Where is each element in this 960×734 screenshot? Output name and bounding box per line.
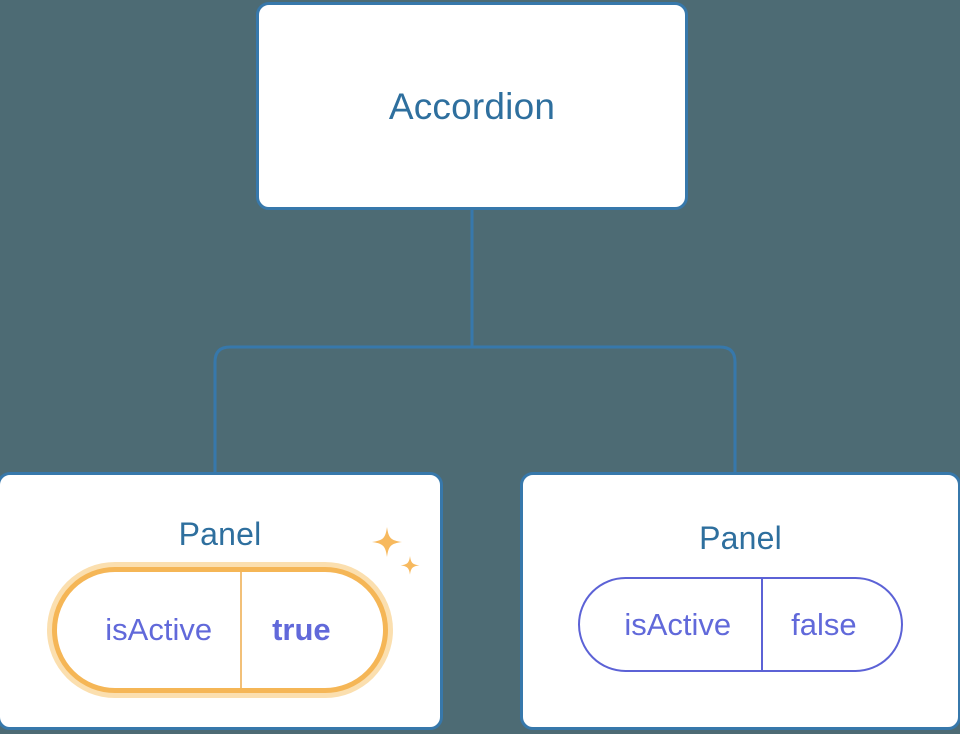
node-panel-inactive-title: Panel [699, 520, 782, 556]
node-accordion-title: Accordion [388, 85, 556, 127]
node-panel-active[interactable]: Panel isActive true [0, 472, 443, 730]
prop-pill-is-active-false[interactable]: isActive false [578, 577, 903, 672]
node-panel-active-title: Panel [178, 516, 262, 552]
connector-branch-bar [213, 345, 737, 472]
prop-pill-inactive-wrapper: isActive false [578, 577, 903, 672]
prop-pill-active-wrapper: isActive true [52, 527, 420, 693]
prop-key: isActive [624, 606, 732, 642]
prop-value: true [240, 572, 383, 688]
prop-pill-is-active-true[interactable]: isActive true [52, 567, 388, 693]
prop-value: false [761, 579, 900, 670]
node-accordion[interactable]: Accordion [256, 2, 688, 210]
node-panel-inactive[interactable]: Panel isActive false [520, 472, 960, 730]
prop-key: isActive [105, 612, 213, 647]
